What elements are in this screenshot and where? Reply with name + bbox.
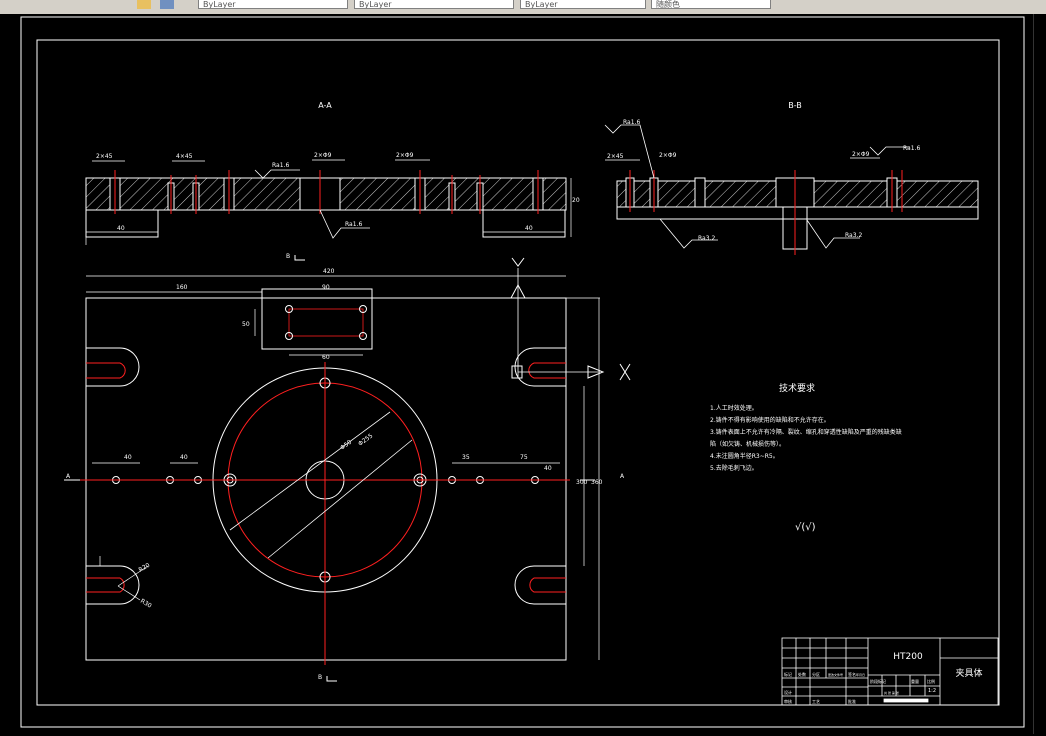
drawing-svg: A-A 2×45 4×45 2×Φ9 [20, 16, 1025, 728]
titleblock-cell-ratio: 比例 [927, 678, 935, 684]
lineweight-dropdown[interactable]: ByLayer [520, 0, 646, 9]
titleblock-cell-mark: 标记 [784, 671, 792, 677]
titleblock-cell-weight: 重量 [911, 678, 919, 684]
titleblock-cell-sheets: 共 张 第 张 [884, 690, 899, 695]
section-a-marker-right: A [620, 473, 625, 480]
section-b-roughness-3: Ra3.2 [698, 235, 715, 242]
section-b-dim-2: 2×Φ9 [852, 151, 870, 158]
section-a-dim-2: 4×45 [176, 153, 193, 160]
section-b-marker-bottom: B [318, 674, 322, 681]
tech-line-4: 陷（如欠铸、机械损伤等）。 [710, 440, 785, 448]
plan-view [64, 255, 631, 682]
titleblock-scale: 1:2 [928, 688, 936, 694]
section-a-dim-bottom-r: 40 [525, 225, 533, 232]
dim-left-width: 160 [176, 284, 188, 291]
section-a-dim-3: 2×Φ9 [396, 152, 414, 159]
section-b-roughness-1: Ra1.6 [623, 119, 640, 126]
color-dropdown[interactable]: ByLayer [198, 0, 348, 9]
section-a-chamfer: 2×Φ9 [314, 152, 332, 159]
section-a-title: A-A [318, 101, 332, 110]
drawing-canvas[interactable]: A-A 2×45 4×45 2×Φ9 [0, 14, 1046, 736]
tech-line-2: 2.铸件不得有影响使用的缺陷和不允许存在。 [710, 416, 830, 424]
dim-hole-1: 40 [124, 454, 132, 461]
sheet-border-outer [20, 16, 1025, 728]
section-b-roughness-2: Ra1.6 [903, 145, 920, 152]
titleblock-cell-date: 年月日 [856, 672, 865, 677]
dim-inner-height: 300 [576, 479, 588, 486]
sheet-border-inner [36, 39, 1000, 706]
titleblock-cell-review: 审核 [784, 698, 792, 704]
titleblock-cell-process: 工艺 [812, 699, 820, 704]
titleblock-cell-stage: 阶段标记 [870, 678, 886, 684]
dim-total-height: 360 [591, 479, 603, 486]
section-a-marker-left: A [66, 473, 71, 480]
dim-hole-4: 75 [520, 454, 528, 461]
section-b-dim-1: 2×45 [607, 153, 624, 160]
tech-title: 技术要求 [779, 382, 815, 394]
roughness-symbol: √(√) [795, 522, 816, 533]
titleblock-cell-doc: 更改文件号 [828, 672, 843, 677]
dim-slot-r1: R20 [138, 562, 152, 574]
tech-line-1: 1.人工时效处理。 [710, 404, 758, 412]
titleblock-cell-approve: 批准 [848, 698, 856, 704]
dim-hole-3: 35 [462, 454, 470, 461]
cad-toolbar: ByLayer ByLayer ByLayer 随颜色 [0, 0, 1046, 15]
section-a-dim-left: 2×45 [96, 153, 113, 160]
dim-hole-5: 40 [544, 465, 552, 472]
dim-hole-2: 40 [180, 454, 188, 461]
dim-total-width: 420 [323, 268, 335, 275]
dim-pocket-holes: 60 [322, 354, 330, 361]
section-a-roughness-1: Ra1.6 [272, 162, 289, 169]
section-b-view [604, 124, 979, 255]
section-a-dim-bottom-l: 40 [117, 225, 125, 232]
vertical-scrollbar[interactable] [1033, 14, 1046, 734]
layer-settings-icon[interactable] [160, 0, 174, 9]
titleblock-cell-design: 设计 [784, 689, 792, 695]
section-b-title: B-B [788, 101, 802, 110]
section-b-dim-3: 2×Φ9 [659, 152, 677, 159]
titleblock-part-name: 夹具体 [955, 667, 982, 679]
dim-slot-r2: R30 [139, 598, 153, 610]
titleblock-cell-sign: 签名 [848, 671, 856, 677]
tech-line-3: 3.铸件表面上不允许有冷隔、裂纹、缩孔和穿透性缺陷及严重的残缺类缺 [710, 428, 902, 436]
dim-pocket-width: 90 [322, 284, 330, 291]
layer-icon[interactable] [137, 0, 151, 9]
plotstyle-dropdown[interactable]: 随颜色 [651, 0, 771, 9]
titleblock-material: HT200 [893, 652, 923, 662]
linetype-dropdown[interactable]: ByLayer [354, 0, 514, 9]
section-b-roughness-4: Ra3.2 [845, 232, 862, 239]
dim-pocket-height: 50 [242, 321, 250, 328]
tech-line-6: 5.去除毛刺飞边。 [710, 464, 758, 472]
section-a-roughness-2: Ra1.6 [345, 221, 362, 228]
title-block [781, 637, 999, 706]
titleblock-cell-count: 处数 [798, 671, 806, 677]
tech-line-5: 4.未注圆角半径R3~R5。 [710, 452, 779, 460]
section-b-marker-top: B [286, 253, 290, 260]
section-a-view [85, 159, 572, 245]
section-a-dim-height: 20 [572, 197, 580, 204]
titleblock-cell-zone: 分区 [812, 671, 820, 677]
